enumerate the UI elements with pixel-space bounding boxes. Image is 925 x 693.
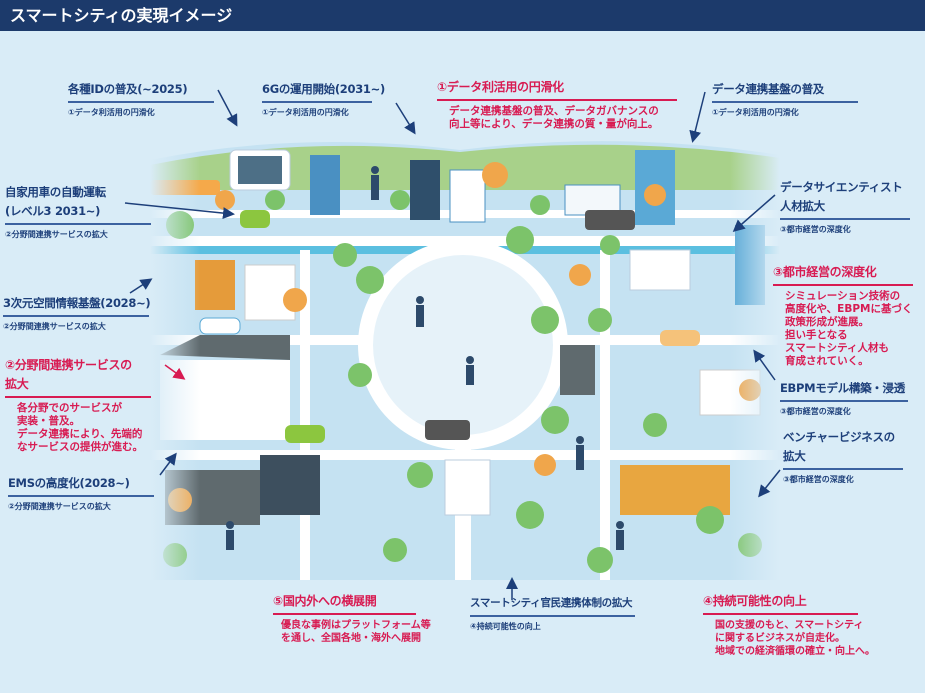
pillar-body-line: 育成されていく。 xyxy=(785,354,869,367)
pillar-2-cross-sector-services: ②分野間連携サービスの 拡大 各分野でのサービスが 実装・普及。 データ連携によ… xyxy=(5,356,151,454)
divider xyxy=(437,99,677,101)
pillar-body-line: シミュレーション技術の xyxy=(785,289,901,302)
annotation-venture-business: ベンチャービジネスの 拡大 ③都市経営の深度化 xyxy=(783,428,903,485)
pillar-body-line: 実装・普及。 xyxy=(17,414,80,427)
pillar-heading: ③都市経営の深度化 xyxy=(773,265,877,279)
divider xyxy=(5,396,151,398)
annotation-heading: (レベル3 2031~) xyxy=(5,204,101,218)
divider xyxy=(262,101,372,103)
divider xyxy=(68,101,214,103)
annotation-6g: 6Gの運用開始(2031~) ①データ利活用の円滑化 xyxy=(262,80,385,118)
divider xyxy=(703,613,858,615)
annotation-heading: 6Gの運用開始(2031~) xyxy=(262,82,385,96)
annotation-heading: スマートシティ官民連携体制の拡大 xyxy=(470,597,633,609)
divider xyxy=(712,101,858,103)
pillar-3-urban-management: ③都市経営の深度化 シミュレーション技術の 高度化や、EBPMに基づく 政策形成… xyxy=(773,263,913,368)
divider xyxy=(780,400,908,402)
pillar-4-sustainability: ④持続可能性の向上 国の支援のもと、スマートシティ に関するビジネスが自走化。 … xyxy=(703,592,875,658)
annotation-heading: EBPMモデル構築・浸透 xyxy=(780,381,905,395)
pillar-heading: ①データ利活用の円滑化 xyxy=(437,80,564,94)
annotation-heading: データ連携基盤の普及 xyxy=(712,82,824,96)
pillar-heading: ④持続可能性の向上 xyxy=(703,594,807,608)
divider xyxy=(783,468,903,470)
divider xyxy=(773,284,913,286)
annotation-category: ②分野間連携サービスの拡大 xyxy=(8,502,111,511)
annotation-heading: 人材拡大 xyxy=(780,199,825,213)
pillar-heading: 拡大 xyxy=(5,377,29,391)
annotation-heading: 各種IDの普及(~2025) xyxy=(68,82,188,96)
pillar-body-line: スマートシティ人材も xyxy=(785,341,890,354)
pillar-body-line: 地域での経済循環の確立・向上へ。 xyxy=(715,645,875,657)
page-title: スマートシティの実現イメージ xyxy=(0,0,925,31)
pillar-body-line: 政策形成が進展。 xyxy=(785,315,869,328)
pillar-body-line: 国の支援のもと、スマートシティ xyxy=(715,619,864,631)
divider xyxy=(8,495,154,497)
annotation-category: ②分野間連携サービスの拡大 xyxy=(5,230,108,239)
annotation-category: ③都市経営の深度化 xyxy=(780,407,851,416)
annotation-category: ③都市経営の深度化 xyxy=(783,475,854,484)
annotation-heading: 拡大 xyxy=(783,449,806,463)
annotation-3d-spatial-info: 3次元空間情報基盤(2028~) ②分野間連携サービスの拡大 xyxy=(3,294,151,332)
divider xyxy=(470,615,635,617)
pointer-arrows xyxy=(124,89,781,600)
annotation-category: ③都市経営の深度化 xyxy=(780,225,851,234)
annotation-category: ④持続可能性の向上 xyxy=(470,622,541,631)
pillar-1-data-utilization: ①データ利活用の円滑化 データ連携基盤の普及、データガバナンスの 向上等により、… xyxy=(437,78,677,131)
pillar-body-line: に関するビジネスが自走化。 xyxy=(715,632,845,644)
pillar-heading: ②分野間連携サービスの xyxy=(5,358,132,372)
annotation-category: ①データ利活用の円滑化 xyxy=(712,108,799,117)
annotation-public-private-partnership: スマートシティ官民連携体制の拡大 ④持続可能性の向上 xyxy=(470,594,635,632)
annotation-ebpm-model: EBPMモデル構築・浸透 ③都市経営の深度化 xyxy=(780,379,908,417)
annotation-data-platform: データ連携基盤の普及 ①データ利活用の円滑化 xyxy=(712,80,858,118)
divider xyxy=(273,613,416,615)
annotation-heading: データサイエンティスト xyxy=(780,180,903,194)
pillar-body-line: 高度化や、EBPMに基づく xyxy=(785,302,913,315)
pillar-body-line: データ連携により、先端的 xyxy=(17,427,143,440)
pillar-body-line: 各分野でのサービスが xyxy=(17,401,122,414)
annotation-category: ②分野間連携サービスの拡大 xyxy=(3,322,106,331)
annotation-id-adoption: 各種IDの普及(~2025) ①データ利活用の円滑化 xyxy=(68,80,214,118)
annotation-category: ①データ利活用の円滑化 xyxy=(262,108,349,117)
annotation-heading: ベンチャービジネスの xyxy=(783,430,895,444)
annotation-heading: EMSの高度化(2028~) xyxy=(8,476,130,490)
pillar-body-line: データ連携基盤の普及、データガバナンスの xyxy=(449,104,659,117)
pillar-body-line: 担い手となる xyxy=(785,328,848,341)
pillar-heading: ⑤国内外への横展開 xyxy=(273,594,377,608)
divider xyxy=(5,223,151,225)
divider xyxy=(3,315,149,317)
annotation-heading: 3次元空間情報基盤(2028~) xyxy=(3,296,151,310)
city-map xyxy=(150,140,780,585)
pillar-5-horizontal-expansion: ⑤国内外への横展開 優良な事例はプラットフォーム等 を通し、全国各地・海外へ展開 xyxy=(273,592,431,645)
annotation-category: ①データ利活用の円滑化 xyxy=(68,108,155,117)
annotation-data-scientist: データサイエンティスト 人材拡大 ③都市経営の深度化 xyxy=(780,178,910,235)
pillar-body-line: なサービスの提供が進む。 xyxy=(17,440,143,453)
annotation-autonomous-driving: 自家用車の自動運転 (レベル3 2031~) ②分野間連携サービスの拡大 xyxy=(5,183,151,240)
divider xyxy=(780,218,910,220)
pillar-body-line: 向上等により、データ連携の質・量が向上。 xyxy=(449,117,659,130)
pillar-body-line: 優良な事例はプラットフォーム等 xyxy=(281,619,431,631)
annotation-heading: 自家用車の自動運転 xyxy=(5,185,106,199)
annotation-ems: EMSの高度化(2028~) ②分野間連携サービスの拡大 xyxy=(8,474,154,512)
pillar-body-line: を通し、全国各地・海外へ展開 xyxy=(281,632,421,644)
